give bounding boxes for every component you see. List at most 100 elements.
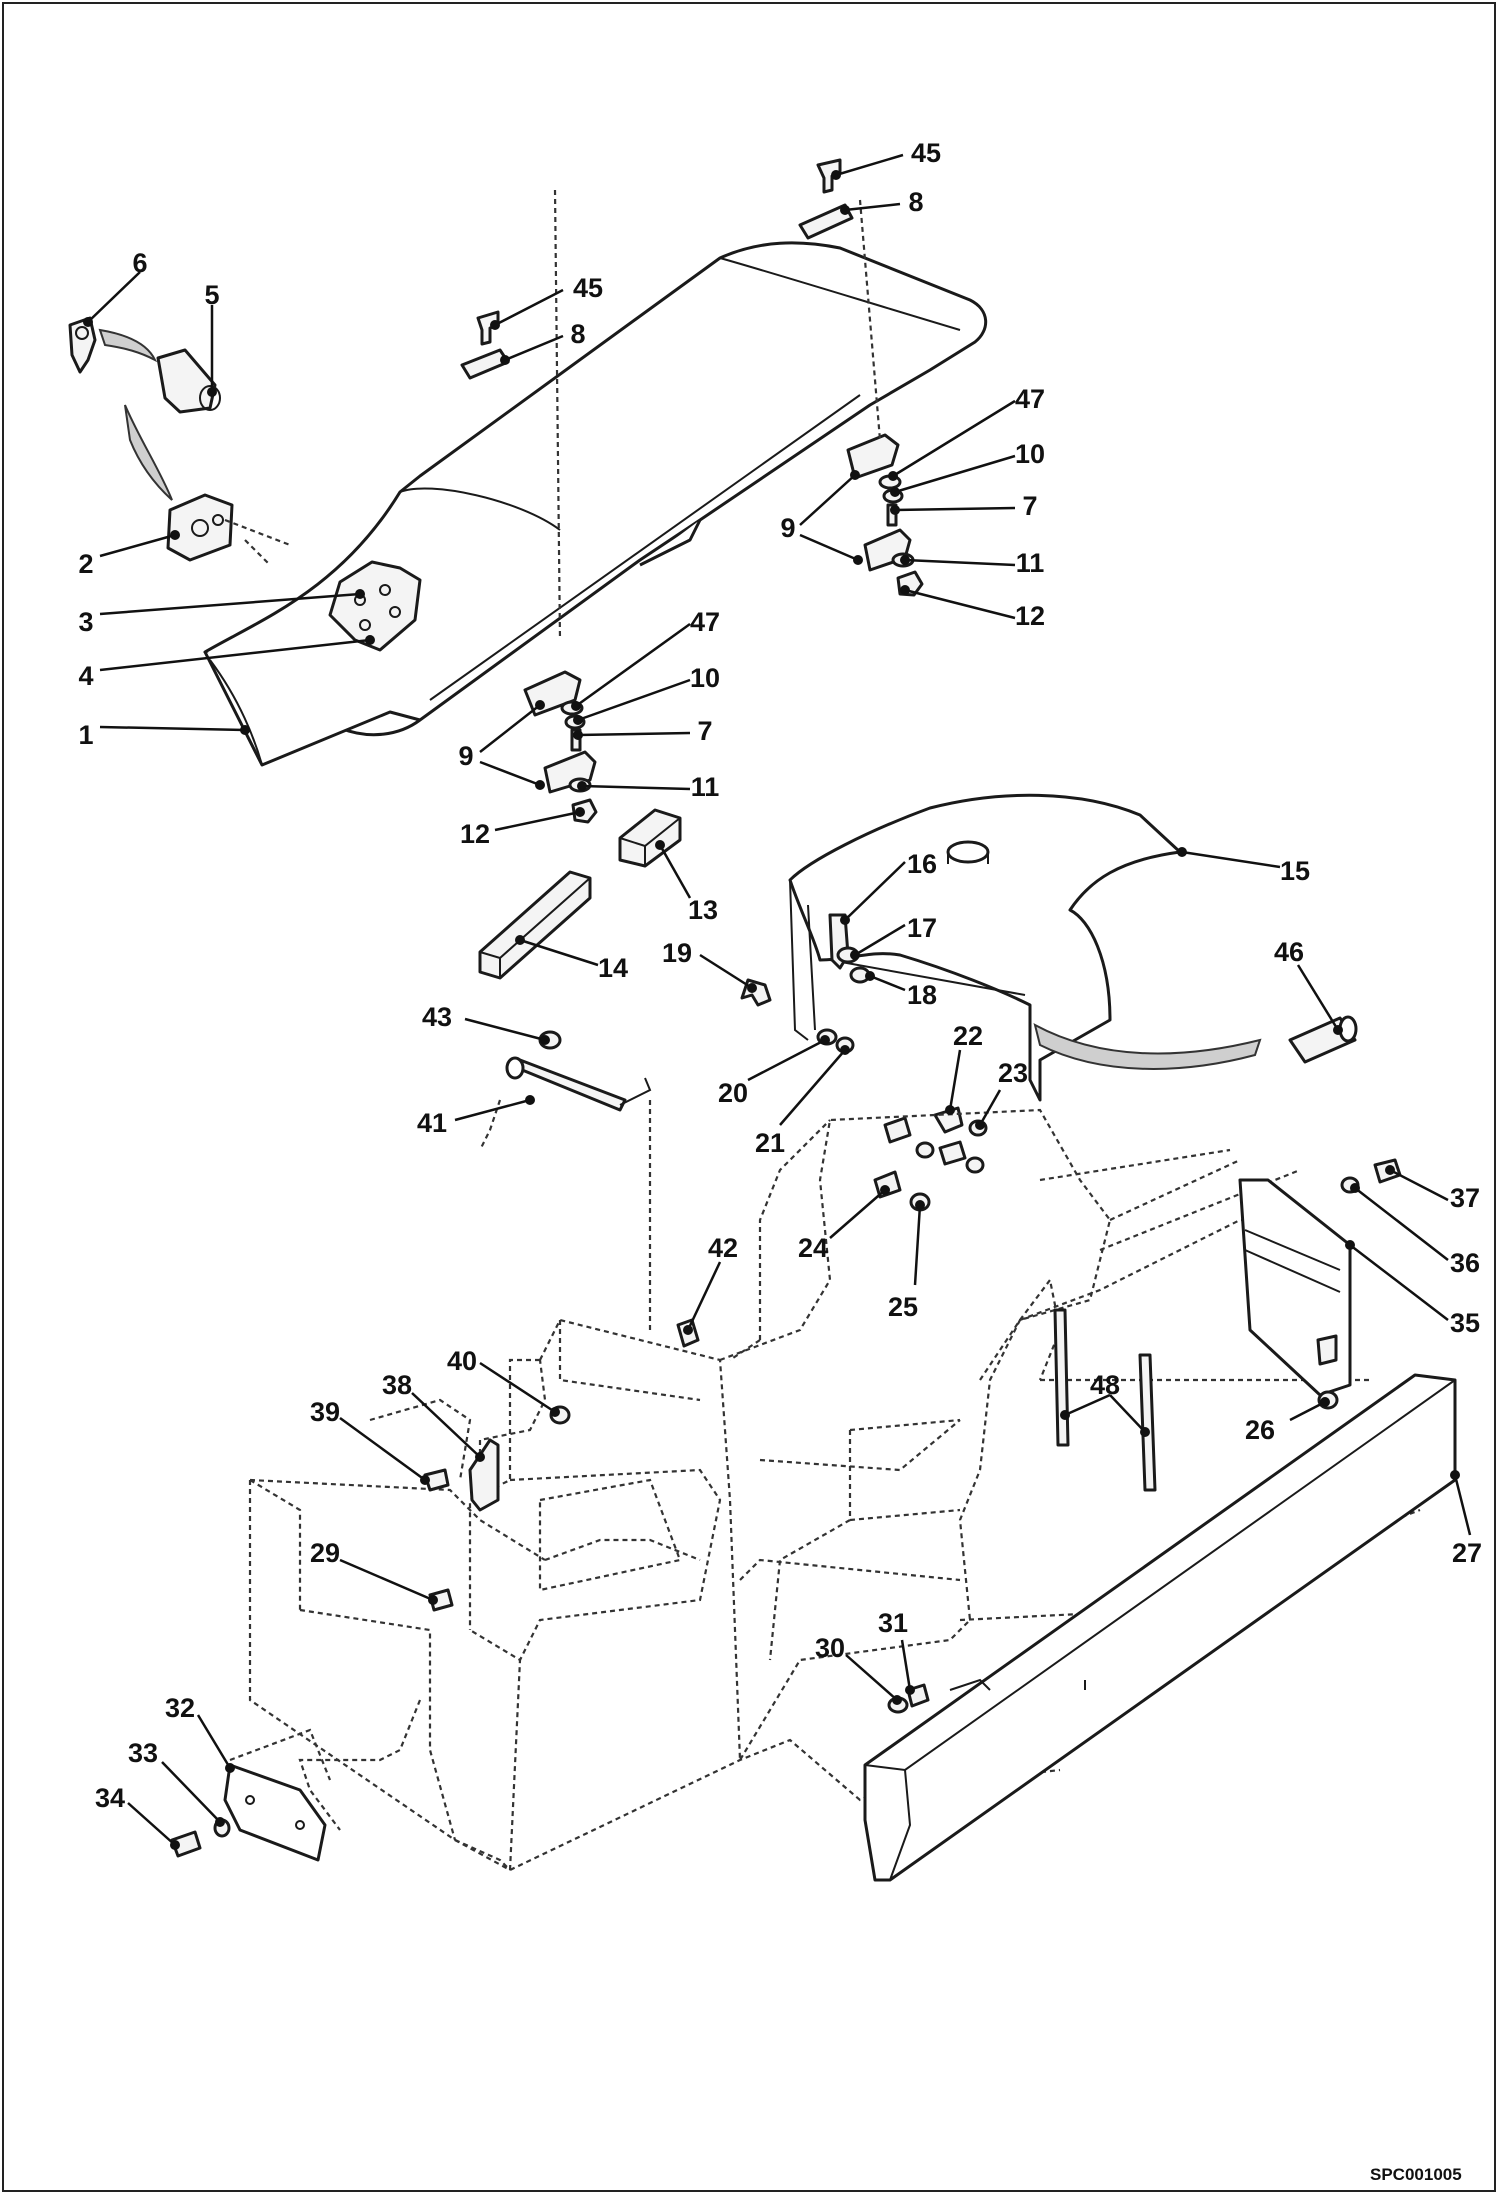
leader-line (904, 588, 1016, 620)
leader-dot (683, 1325, 693, 1335)
callout-label: 15 (1280, 856, 1310, 886)
callout-bolt: 39 (310, 1397, 430, 1485)
rubber-pad (478, 870, 592, 980)
leader-dot (831, 170, 841, 180)
callout-bracket: 8 (840, 187, 924, 217)
leader-line (699, 953, 753, 990)
leader-dot (1060, 1410, 1070, 1420)
callout-rod: 16 (840, 849, 937, 925)
cover-plate (223, 1763, 327, 1862)
callout-label: 30 (815, 1633, 845, 1663)
callout-label: 26 (1245, 1415, 1275, 1445)
leader-line (127, 1802, 176, 1846)
leader-dot (215, 1817, 225, 1827)
leader-dot (1350, 1183, 1360, 1193)
leader-line (454, 1098, 531, 1122)
leader-dot (890, 487, 900, 497)
callout-washer: 11 (900, 548, 1044, 578)
leader-line (844, 202, 901, 212)
callout-label: 38 (382, 1370, 412, 1400)
callout-tank-cover: 15 (1177, 847, 1310, 886)
leader-dot (515, 935, 525, 945)
callout-nut: 18 (865, 971, 937, 1010)
sleeve (1288, 1015, 1358, 1064)
leader-line (577, 731, 691, 737)
callout-label: 19 (662, 938, 692, 968)
leader-line (494, 288, 564, 327)
leader-line (504, 334, 564, 362)
callout-pin: 7 (890, 491, 1038, 521)
callout-label: 43 (422, 1002, 452, 1032)
callout-washer: 36 (1350, 1183, 1480, 1278)
leader-dot (850, 470, 860, 480)
counterweight-bar (863, 1373, 1457, 1882)
leader-line (894, 506, 1016, 512)
leader-dot (850, 950, 860, 960)
callout-washer: 20 (718, 1035, 830, 1108)
callout-screw: 4 (78, 635, 375, 691)
callout-cover-plate: 32 (165, 1693, 235, 1773)
leader-line (161, 1761, 221, 1823)
leader-line (835, 153, 904, 177)
callout-label: 8 (908, 187, 923, 217)
leader-line (99, 592, 361, 616)
leader-line (339, 1558, 434, 1602)
engine-cover-panel (203, 241, 988, 767)
callout-nut: 21 (755, 1045, 850, 1158)
leader-dot (890, 505, 900, 515)
assembly-arrow (98, 328, 158, 363)
callout-label: 24 (798, 1233, 828, 1263)
callout-washer: 17 (850, 913, 937, 960)
leader-dot (915, 1200, 925, 1210)
callout-engine-cover-panel: 1 (78, 720, 250, 750)
leader-dot (1333, 1025, 1343, 1035)
leader-dot (573, 730, 583, 740)
leader-dot (550, 1407, 560, 1417)
leader-line (845, 1654, 898, 1701)
callout-label: 32 (165, 1693, 195, 1723)
leader-line (1064, 1393, 1111, 1417)
callout-nut: 26 (1245, 1397, 1330, 1445)
leader-line (904, 558, 1016, 567)
leader-dot (945, 1105, 955, 1115)
leader-dot (573, 715, 583, 725)
callout-washer: 30 (815, 1633, 902, 1705)
latch-plate (328, 560, 422, 652)
leader-dot (490, 320, 500, 330)
leader-line (339, 1416, 426, 1482)
leader-line (99, 725, 246, 732)
callout-label: 16 (907, 849, 937, 879)
callout-bolt: 24 (798, 1185, 890, 1263)
leader-dot (840, 205, 850, 215)
callout-label: 6 (132, 248, 147, 278)
callout-label: 2 (78, 549, 93, 579)
leader-line (99, 638, 371, 672)
leader-dot (355, 589, 365, 599)
leader-dot (1385, 1165, 1395, 1175)
bracket (798, 203, 854, 240)
callout-washer: 23 (975, 1058, 1028, 1130)
callout-hinge: 47 (888, 384, 1045, 481)
leader-dot (420, 1475, 430, 1485)
leader-line (494, 810, 581, 832)
callout-nut: 40 (447, 1346, 560, 1417)
leader-line (779, 1049, 846, 1126)
leader-dot (535, 780, 545, 790)
leader-dot (975, 1120, 985, 1130)
assembly-arrow (124, 404, 173, 501)
callout-nut: 12 (900, 585, 1045, 631)
callout-label: 9 (780, 513, 795, 543)
callout-hinge-half: 9 (458, 700, 545, 790)
leader-line (1453, 1474, 1472, 1536)
leader-line (464, 1017, 546, 1042)
callout-bracket: 8 (500, 319, 586, 365)
leader-dot (892, 1695, 902, 1705)
leader-dot (571, 701, 581, 711)
leader-line (799, 533, 859, 562)
leader-line (747, 1038, 826, 1082)
leader-line (99, 533, 176, 558)
bolt (423, 1468, 450, 1492)
leader-line (844, 861, 906, 921)
bolt (170, 1830, 202, 1858)
leader-line (479, 704, 541, 753)
